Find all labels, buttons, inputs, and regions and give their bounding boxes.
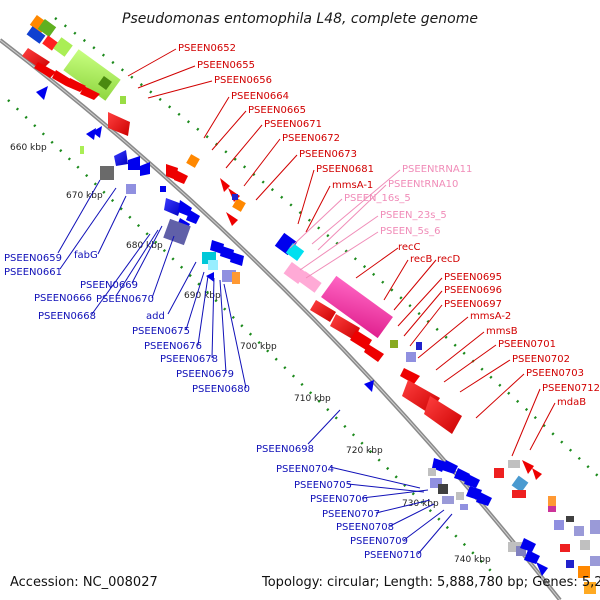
kbp-mark: 680 kbp — [126, 241, 163, 251]
kbp-mark: 690 kbp — [184, 291, 221, 301]
kbp-mark: 720 kbp — [346, 446, 383, 456]
gene-label: PSEEN0681 — [316, 164, 374, 175]
gene-label: PSEEN0655 — [197, 60, 255, 71]
gene-label: PSEEN0705 — [294, 480, 352, 491]
rna-label: PSEEN_23s_5 — [380, 210, 447, 221]
gene-label: PSEEN0703 — [526, 368, 584, 379]
gene-label: PSEEN0707 — [322, 509, 380, 520]
gene-label: add — [146, 311, 165, 322]
gene-label: PSEEN0671 — [264, 119, 322, 130]
gene-label: PSEEN0665 — [248, 105, 306, 116]
feature-cluster-upper-right — [166, 154, 246, 226]
gene-label: PSEEN0669 — [80, 280, 138, 291]
gene-label: mmsA-2 — [470, 311, 511, 322]
kbp-mark: 710 kbp — [294, 394, 331, 404]
gene-label: PSEEN0712 — [542, 383, 600, 394]
gene-label: PSEEN0672 — [282, 133, 340, 144]
kbp-mark: 730 kbp — [402, 499, 439, 509]
gene-label: PSEEN0668 — [38, 311, 96, 322]
rna-label: PSEEN_5s_6 — [380, 226, 440, 237]
gene-label: mdaB — [557, 397, 586, 408]
gene-label: PSEEN0710 — [364, 550, 422, 561]
gene-label: PSEEN0701 — [498, 339, 556, 350]
rna-label: PSEENtRNA10 — [388, 179, 458, 190]
reverse-gene-label-lines-bottom — [307, 409, 453, 555]
gene-label: PSEEN0656 — [214, 75, 272, 86]
gene-label: PSEEN0675 — [132, 326, 190, 337]
genome-summary-text: Topology: circular; Length: 5,888,780 bp… — [261, 575, 600, 590]
gene-label: PSEEN0670 — [96, 294, 154, 305]
gene-label: mmsA-1 — [332, 180, 373, 191]
kbp-mark: 700 kbp — [240, 342, 277, 352]
map-title: Pseudomonas entomophila L48, complete ge… — [122, 11, 478, 27]
gene-label: PSEEN0708 — [336, 522, 394, 533]
gene-label: PSEEN0696 — [444, 285, 502, 296]
kbp-scale: 660 kbp 670 kbp 680 kbp 690 kbp 700 kbp … — [10, 143, 491, 565]
gene-label: PSEEN0706 — [310, 494, 368, 505]
kbp-mark: 740 kbp — [454, 555, 491, 565]
gene-label: PSEEN0652 — [178, 43, 236, 54]
gene-label: PSEEN0702 — [512, 354, 570, 365]
gene-label: PSEEN0709 — [350, 536, 408, 547]
accession-text: Accession: NC_008027 — [10, 575, 158, 590]
rrna-operon — [274, 232, 462, 434]
gene-label: PSEEN0695 — [444, 272, 502, 283]
gene-label: PSEEN0666 — [34, 293, 92, 304]
feature-cluster-lower-right — [428, 458, 600, 594]
gene-label: PSEEN0664 — [231, 91, 289, 102]
gene-label: PSEEN0698 — [256, 444, 314, 455]
gene-label: mmsB — [486, 326, 518, 337]
gene-label: fabG — [74, 250, 98, 261]
forward-gene-labels — [127, 48, 556, 457]
gene-label: PSEEN0661 — [4, 267, 62, 278]
gene-label: PSEEN0697 — [444, 299, 502, 310]
feature-cluster-top-left — [22, 15, 130, 154]
gene-label: PSEEN0679 — [176, 369, 234, 380]
feature-cluster-middle-left — [100, 150, 244, 284]
gene-label: PSEEN0659 — [4, 253, 62, 264]
rna-label: PSEEN_16s_5 — [344, 193, 411, 204]
rna-gene-labels — [289, 169, 401, 279]
inner-dotted-track — [7, 99, 499, 579]
gene-label: PSEEN0680 — [192, 384, 250, 395]
gene-label: PSEEN0704 — [276, 464, 334, 475]
gene-label: recB — [410, 254, 433, 265]
kbp-mark: 660 kbp — [10, 143, 47, 153]
gene-label: recC — [398, 242, 421, 253]
reverse-gene-label-lines — [57, 179, 247, 389]
gene-label: PSEEN0678 — [160, 354, 218, 365]
gene-label: recD — [437, 254, 461, 265]
gene-label: PSEEN0673 — [299, 149, 357, 160]
rna-label: PSEENtRNA11 — [402, 164, 472, 175]
kbp-mark: 670 kbp — [66, 191, 103, 201]
gene-label: PSEEN0676 — [144, 341, 202, 352]
